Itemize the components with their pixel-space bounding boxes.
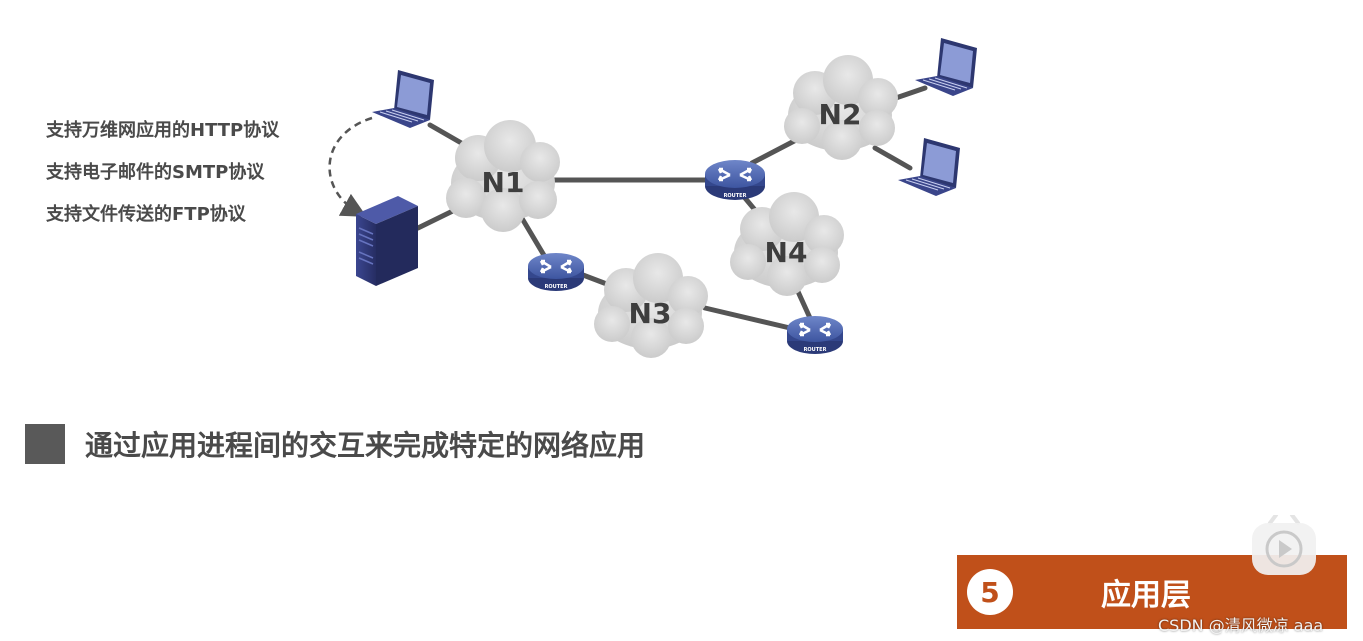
cloud-n3: N3 bbox=[594, 253, 708, 358]
laptop-icon bbox=[372, 70, 434, 128]
protocol-http: 支持万维网应用的HTTP协议 bbox=[46, 120, 280, 141]
router-label: ROUTER bbox=[804, 347, 827, 353]
router-label: ROUTER bbox=[724, 193, 747, 199]
cloud-n1-label: N1 bbox=[482, 166, 525, 199]
caption: 通过应用进程间的交互来完成特定的网络应用 bbox=[25, 423, 645, 465]
laptop-icon bbox=[915, 38, 977, 96]
dashed-arrow bbox=[328, 116, 373, 217]
cloud-n2-label: N2 bbox=[819, 98, 862, 131]
link-n3-router3 bbox=[702, 305, 793, 331]
caption-text: 通过应用进程间的交互来完成特定的网络应用 bbox=[85, 429, 646, 462]
cloud-n4-label: N4 bbox=[765, 236, 808, 269]
play-icon[interactable] bbox=[1250, 515, 1318, 577]
router-icon: ROUTER bbox=[705, 160, 765, 200]
router-icon: ROUTER bbox=[528, 253, 584, 291]
watermark: CSDN @清风微凉 aaa bbox=[1158, 616, 1324, 635]
router-icon: ROUTER bbox=[787, 316, 843, 354]
protocol-ftp: 支持文件传送的FTP协议 bbox=[46, 204, 246, 225]
cloud-n2: N2 bbox=[784, 55, 898, 160]
cloud-n4: N4 bbox=[730, 192, 844, 296]
link-n2-laptop3 bbox=[872, 145, 913, 171]
router-label: ROUTER bbox=[545, 284, 568, 290]
protocol-smtp: 支持电子邮件的SMTP协议 bbox=[46, 162, 265, 183]
bullet-square-icon bbox=[25, 424, 65, 464]
server-icon bbox=[356, 196, 418, 286]
layer-name: 应用层 bbox=[1101, 578, 1191, 613]
link-router1-n2 bbox=[749, 135, 803, 166]
cloud-n1: N1 bbox=[446, 120, 560, 232]
layer-number: 5 bbox=[967, 569, 1013, 615]
layer-badge: 5 应用层 bbox=[957, 555, 1347, 629]
link-n1-router2 bbox=[517, 212, 551, 265]
protocol-list: 支持万维网应用的HTTP协议 支持电子邮件的SMTP协议 支持文件传送的FTP协… bbox=[46, 118, 279, 244]
cloud-n3-label: N3 bbox=[629, 297, 672, 330]
laptop-icon bbox=[898, 138, 960, 196]
